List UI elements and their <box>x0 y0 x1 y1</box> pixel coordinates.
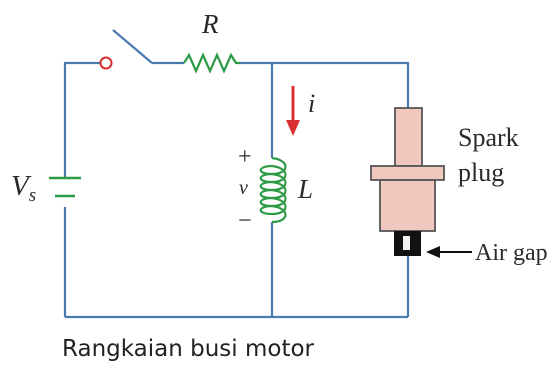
spark-plug-insulator <box>394 107 423 167</box>
resistor-label: R <box>201 9 219 39</box>
voltage-label: v <box>239 177 248 199</box>
switch-blade <box>112 29 153 64</box>
minus-sign: − <box>238 208 252 234</box>
air-gap-arrow <box>426 246 472 258</box>
air-gap-electrode <box>394 231 421 256</box>
source-label: Vs <box>11 170 36 206</box>
current-label: i <box>308 89 315 118</box>
caption: Rangkaian busi motor <box>62 336 315 362</box>
inductor <box>259 156 287 224</box>
switch-contact <box>99 56 113 70</box>
switch <box>99 29 153 70</box>
plus-sign: + <box>238 144 252 170</box>
spark-plug-body <box>379 179 436 232</box>
wire-resistor-to-right <box>240 61 410 108</box>
spark-plug-label-line1: Spark <box>458 123 519 152</box>
voltage-source <box>49 176 81 198</box>
source-label-main: V <box>11 170 32 202</box>
spark-plug-label-line2: plug <box>458 158 504 187</box>
air-gap-label: Air gap <box>475 240 548 266</box>
resistor <box>183 52 240 74</box>
spark-plug-hex <box>370 165 445 181</box>
spark-plug <box>370 107 445 232</box>
source-label-sub: s <box>29 185 36 206</box>
wires <box>63 61 410 319</box>
inductor-label: L <box>297 174 313 204</box>
wire-left-top <box>63 61 100 177</box>
current-arrow <box>286 86 300 136</box>
